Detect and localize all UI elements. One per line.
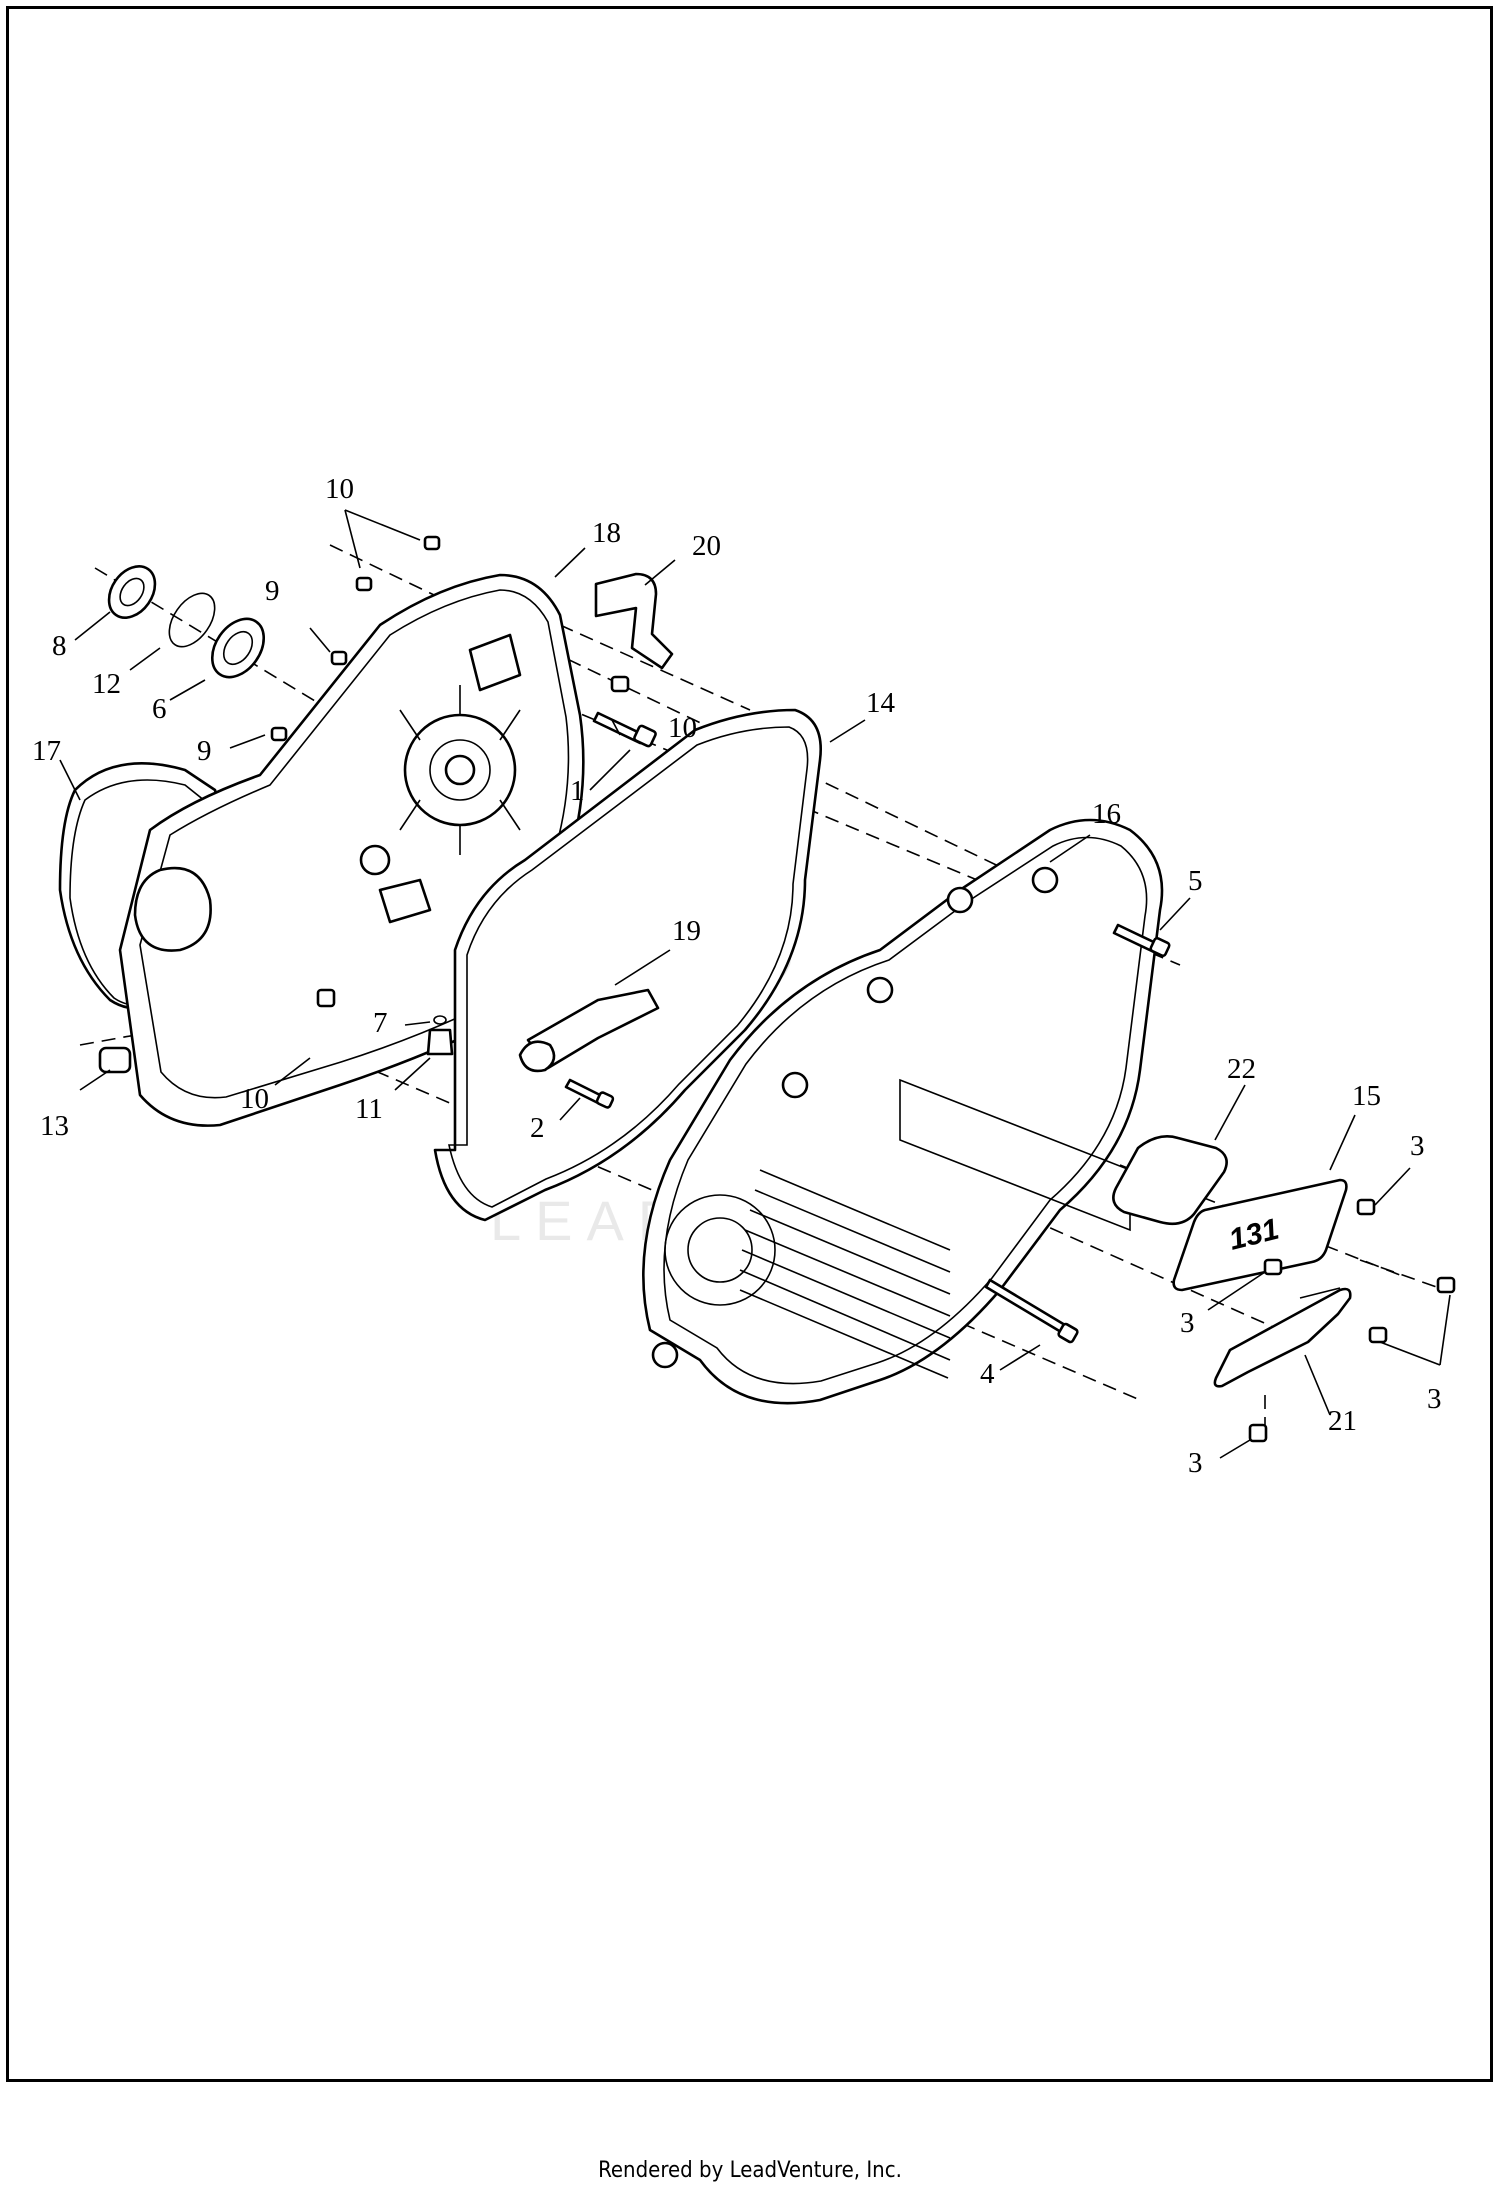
callout-19: 19 (672, 915, 701, 947)
callout-14: 14 (866, 687, 896, 719)
callout-21: 21 (1328, 1405, 1357, 1437)
callout-3: 3 (1188, 1447, 1203, 1479)
callout-10: 10 (240, 1083, 269, 1115)
callout-4: 4 (980, 1358, 995, 1390)
part-7-washer (433, 1015, 447, 1025)
callout-16: 16 (1092, 798, 1121, 830)
callout-9: 9 (265, 575, 280, 607)
callout-3: 3 (1410, 1130, 1425, 1162)
callout-3: 3 (1427, 1383, 1442, 1415)
part-2-bolt (564, 1078, 615, 1109)
part-8-seal (107, 565, 157, 619)
callout-12: 12 (92, 668, 121, 700)
part-12-retaining-ring (168, 592, 216, 648)
callout-8: 8 (52, 630, 67, 662)
part-15-badge-plate: 131 (1172, 1178, 1348, 1292)
fasteners-3 (1248, 1198, 1456, 1443)
part-5-bolt (1112, 923, 1171, 958)
part-11-fitting (426, 1028, 454, 1056)
callout-15: 15 (1352, 1080, 1381, 1112)
callout-5: 5 (1188, 865, 1203, 897)
callout-20: 20 (692, 530, 721, 562)
callout-18: 18 (592, 517, 621, 549)
dowel-pins (270, 535, 630, 1008)
callout-11: 11 (355, 1093, 383, 1125)
part-21-cover-plate (1213, 1287, 1352, 1388)
part-16-outer-primary-cover (642, 818, 1164, 1405)
callout-9: 9 (197, 735, 212, 767)
callout-labels: 10 18 20 8 9 12 6 10 14 17 9 1 16 5 19 7… (32, 473, 1442, 1479)
part-1-bolt (592, 711, 657, 748)
callout-7: 7 (373, 1007, 388, 1039)
callout-17: 17 (32, 735, 61, 767)
callout-3: 3 (1180, 1307, 1195, 1339)
part-14-gasket (433, 708, 822, 1222)
part-19-tensioner (518, 988, 660, 1073)
cover-cooling-fins (739, 1169, 951, 1379)
callout-2: 2 (530, 1112, 545, 1144)
callout-6: 6 (152, 693, 167, 725)
callout-22: 22 (1227, 1053, 1256, 1085)
callout-10: 10 (325, 473, 354, 505)
leader-lines (59, 509, 1451, 1459)
footer-credit: Rendered by LeadVenture, Inc. (598, 2158, 902, 2183)
part-22-seal (1112, 1135, 1228, 1226)
part-13-spacer (98, 1046, 132, 1074)
callout-1: 1 (570, 775, 585, 807)
callout-13: 13 (40, 1110, 69, 1142)
part-20-bracket (594, 572, 674, 670)
callout-10: 10 (668, 712, 697, 744)
part-6-bearing (210, 617, 266, 679)
part-4-bolt (984, 1278, 1079, 1344)
